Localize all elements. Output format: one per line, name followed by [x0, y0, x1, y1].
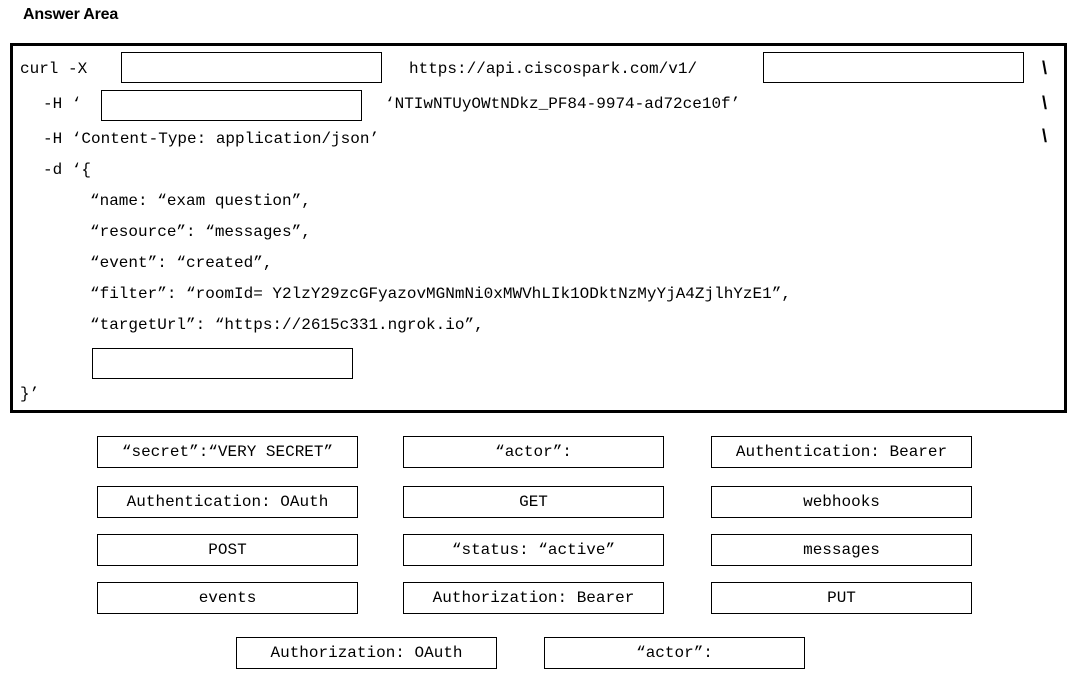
option-events[interactable]: events	[97, 582, 358, 614]
option-authentication-bearer[interactable]: Authentication: Bearer	[711, 436, 972, 468]
json-filter-line: “filter”: “roomId= Y2lzY29zcGFyazovMGNmN…	[90, 285, 791, 303]
resource-drop-slot[interactable]	[763, 52, 1024, 83]
api-base-url: https://api.ciscospark.com/v1/	[409, 60, 698, 78]
method-drop-slot[interactable]	[121, 52, 382, 83]
answer-area-title: Answer Area	[23, 6, 119, 23]
option-authentication-oauth[interactable]: Authentication: OAuth	[97, 486, 358, 518]
option-actor[interactable]: “actor”:	[403, 436, 664, 468]
json-targeturl-line: “targetUrl”: “https://2615c331.ngrok.io”…	[90, 316, 484, 334]
data-flag: -d ‘{	[43, 161, 92, 179]
auth-header-drop-slot[interactable]	[101, 90, 362, 121]
option-secret[interactable]: “secret”:“VERY SECRET”	[97, 436, 358, 468]
option-messages[interactable]: messages	[711, 534, 972, 566]
line-continuation-1: \	[1042, 58, 1048, 78]
json-resource-line: “resource”: “messages”,	[90, 223, 311, 241]
json-extra-field-drop-slot[interactable]	[92, 348, 353, 379]
access-token: ‘NTIwNTUyOWtNDkz_PF84-9974-ad72ce10f’	[385, 95, 741, 113]
option-put[interactable]: PUT	[711, 582, 972, 614]
json-name-line: “name: “exam question”,	[90, 192, 311, 210]
option-webhooks[interactable]: webhooks	[711, 486, 972, 518]
option-authorization-bearer[interactable]: Authorization: Bearer	[403, 582, 664, 614]
json-close: }’	[20, 385, 40, 403]
curl-method-prefix: curl -X	[20, 60, 88, 78]
line-continuation-3: \	[1042, 126, 1048, 146]
json-event-line: “event”: “created”,	[90, 254, 273, 272]
option-get[interactable]: GET	[403, 486, 664, 518]
option-status-active[interactable]: “status: “active”	[403, 534, 664, 566]
option-post[interactable]: POST	[97, 534, 358, 566]
header-prefix: -H ‘	[43, 95, 82, 113]
option-actor-2[interactable]: “actor”:	[544, 637, 805, 669]
line-continuation-2: \	[1042, 93, 1048, 113]
content-type-header: -H ‘Content-Type: application/json’	[43, 130, 380, 148]
option-authorization-oauth[interactable]: Authorization: OAuth	[236, 637, 497, 669]
answer-area	[10, 43, 1067, 413]
